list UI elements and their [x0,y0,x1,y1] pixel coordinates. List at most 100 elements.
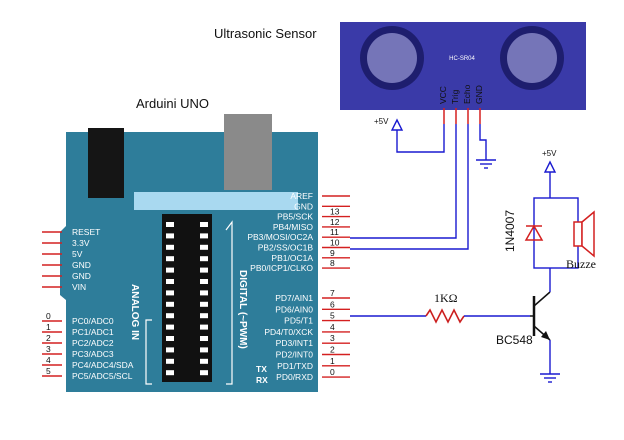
digital-pin-label: PD6/AIN0 [275,304,313,314]
chip-pin [166,324,174,330]
left-pin-label: RESET [72,227,100,237]
vcc-arrow-icon-buzzer [543,160,557,173]
digital-pin-label: PD7/AIN1 [275,293,313,303]
ultrasonic-sensor: HC-SR04 VCC Trig Echo GND [340,22,586,124]
chip-pin [200,370,208,376]
wire-trig [350,124,457,239]
chip-pin [200,313,208,319]
digital-pin-label: PD2/INT0 [276,350,314,360]
chip-pin [200,256,208,262]
digital-pin-number: 3 [330,333,335,343]
digital-pin-label: GND [294,201,313,211]
sensor-pin-trig: Trig [450,89,460,104]
digital-label: DIGITAL (~PWM) [237,270,248,349]
analog-pin-number: 2 [46,333,51,343]
microcontroller-chip [162,214,212,382]
chip-pin [200,324,208,330]
analog-pin-label: PC5/ADC5/SCL [72,371,133,381]
digital-pin-label: AREF [290,191,313,201]
vcc-arrow-icon [390,118,404,131]
digital-pin-label: PB5/SCK [277,212,313,222]
analog-pin-label: PC2/ADC2 [72,338,114,348]
sensor-mesh-left [367,33,417,83]
transistor-icon [530,291,551,341]
usb-connector [224,114,272,190]
digital-pin-number: 11 [330,227,339,237]
wire-sensor-gnd [479,124,487,160]
left-pin-label: VIN [72,282,86,292]
digital-pin-label: PB0/ICP1/CLKO [250,263,313,273]
analog-pin-number: 4 [46,355,51,365]
left-pin-label: GND [72,271,91,281]
chip-pin [166,256,174,262]
buzzer-icon [573,210,595,258]
analog-pin-label: PC1/ADC1 [72,327,114,337]
chip-pin [166,279,174,284]
analog-pin-label: PC0/ADC0 [72,316,114,326]
diode-label: 1N4007 [503,210,517,252]
chip-pin [166,347,174,353]
chip-pin [200,290,208,296]
digital-pin-label: PB2/SS/OC1B [258,243,314,253]
chip-pin [166,370,174,376]
digital-pin-label: PD5/T1 [284,316,313,326]
chip-pin [200,244,208,250]
chip-pin [200,336,208,341]
chip-pins [166,222,208,376]
digital-pin-label: PD0/RXD [276,372,313,382]
buzzer-vcc-label: +5V [542,149,557,158]
resistor-label: 1KΩ [434,291,458,305]
chip-pin [166,244,174,250]
left-pin-label: 3.3V [72,238,90,248]
sensor-ground [476,124,496,169]
chip-pin [166,301,174,307]
board-title: Arduini UNO [136,96,209,111]
digital-pin-number: 1 [330,356,335,366]
digital-pin-label: PB3/MOSI/OC2A [247,232,313,242]
resistor-icon [425,308,465,324]
sensor-model: HC-SR04 [449,56,475,62]
sensor-pin-echo: Echo [462,84,472,104]
chip-pin [200,222,208,227]
analog-bracket [145,319,152,385]
chip-pin [200,267,208,273]
analog-pin-label: PC4/ADC4/SDA [72,360,134,370]
analog-pin-number: 5 [46,366,51,376]
buzzer-label: Buzze [566,257,596,271]
analog-pin-label: PC3/ADC3 [72,349,114,359]
wire-sensor-vcc [396,124,445,153]
digital-bracket [225,220,233,385]
digital-pin-number: 4 [330,322,335,332]
arduino-board: ANALOG IN DIGITAL (~PWM) TX RX [60,114,318,392]
digital-pin-label: PB4/MISO [273,222,314,232]
sensor-vcc-label: +5V [374,117,389,126]
digital-pin-number: 5 [330,311,335,321]
left-pin-label: 5V [72,249,83,259]
chip-pin [166,358,174,364]
transistor-label: BC548 [496,333,533,347]
digital-pin-label: PD3/INT1 [276,338,314,348]
header-strip [134,192,298,210]
digital-pin-number: 8 [330,258,335,268]
digital-pin-label: PD4/T0/XCK [264,327,313,337]
sensor-pin-area [436,96,494,110]
chip-pin [166,336,174,341]
digital-pin-number: 12 [330,217,340,227]
power-jack [88,128,124,198]
chip-pin [200,233,208,239]
digital-pin-number: 13 [330,207,340,217]
digital-pin-label: PB1/OC1A [271,253,313,263]
digital-pin-number: 9 [330,248,335,258]
analog-pin-number: 0 [46,311,51,321]
chip-pin [166,290,174,296]
sensor-supply: +5V [374,117,445,153]
sensor-title: Ultrasonic Sensor [214,26,317,41]
sensor-pin-vcc: VCC [438,86,448,104]
rx-label: RX [256,375,268,385]
digital-pin-number: 2 [330,345,335,355]
digital-pin-number: 7 [330,288,335,298]
